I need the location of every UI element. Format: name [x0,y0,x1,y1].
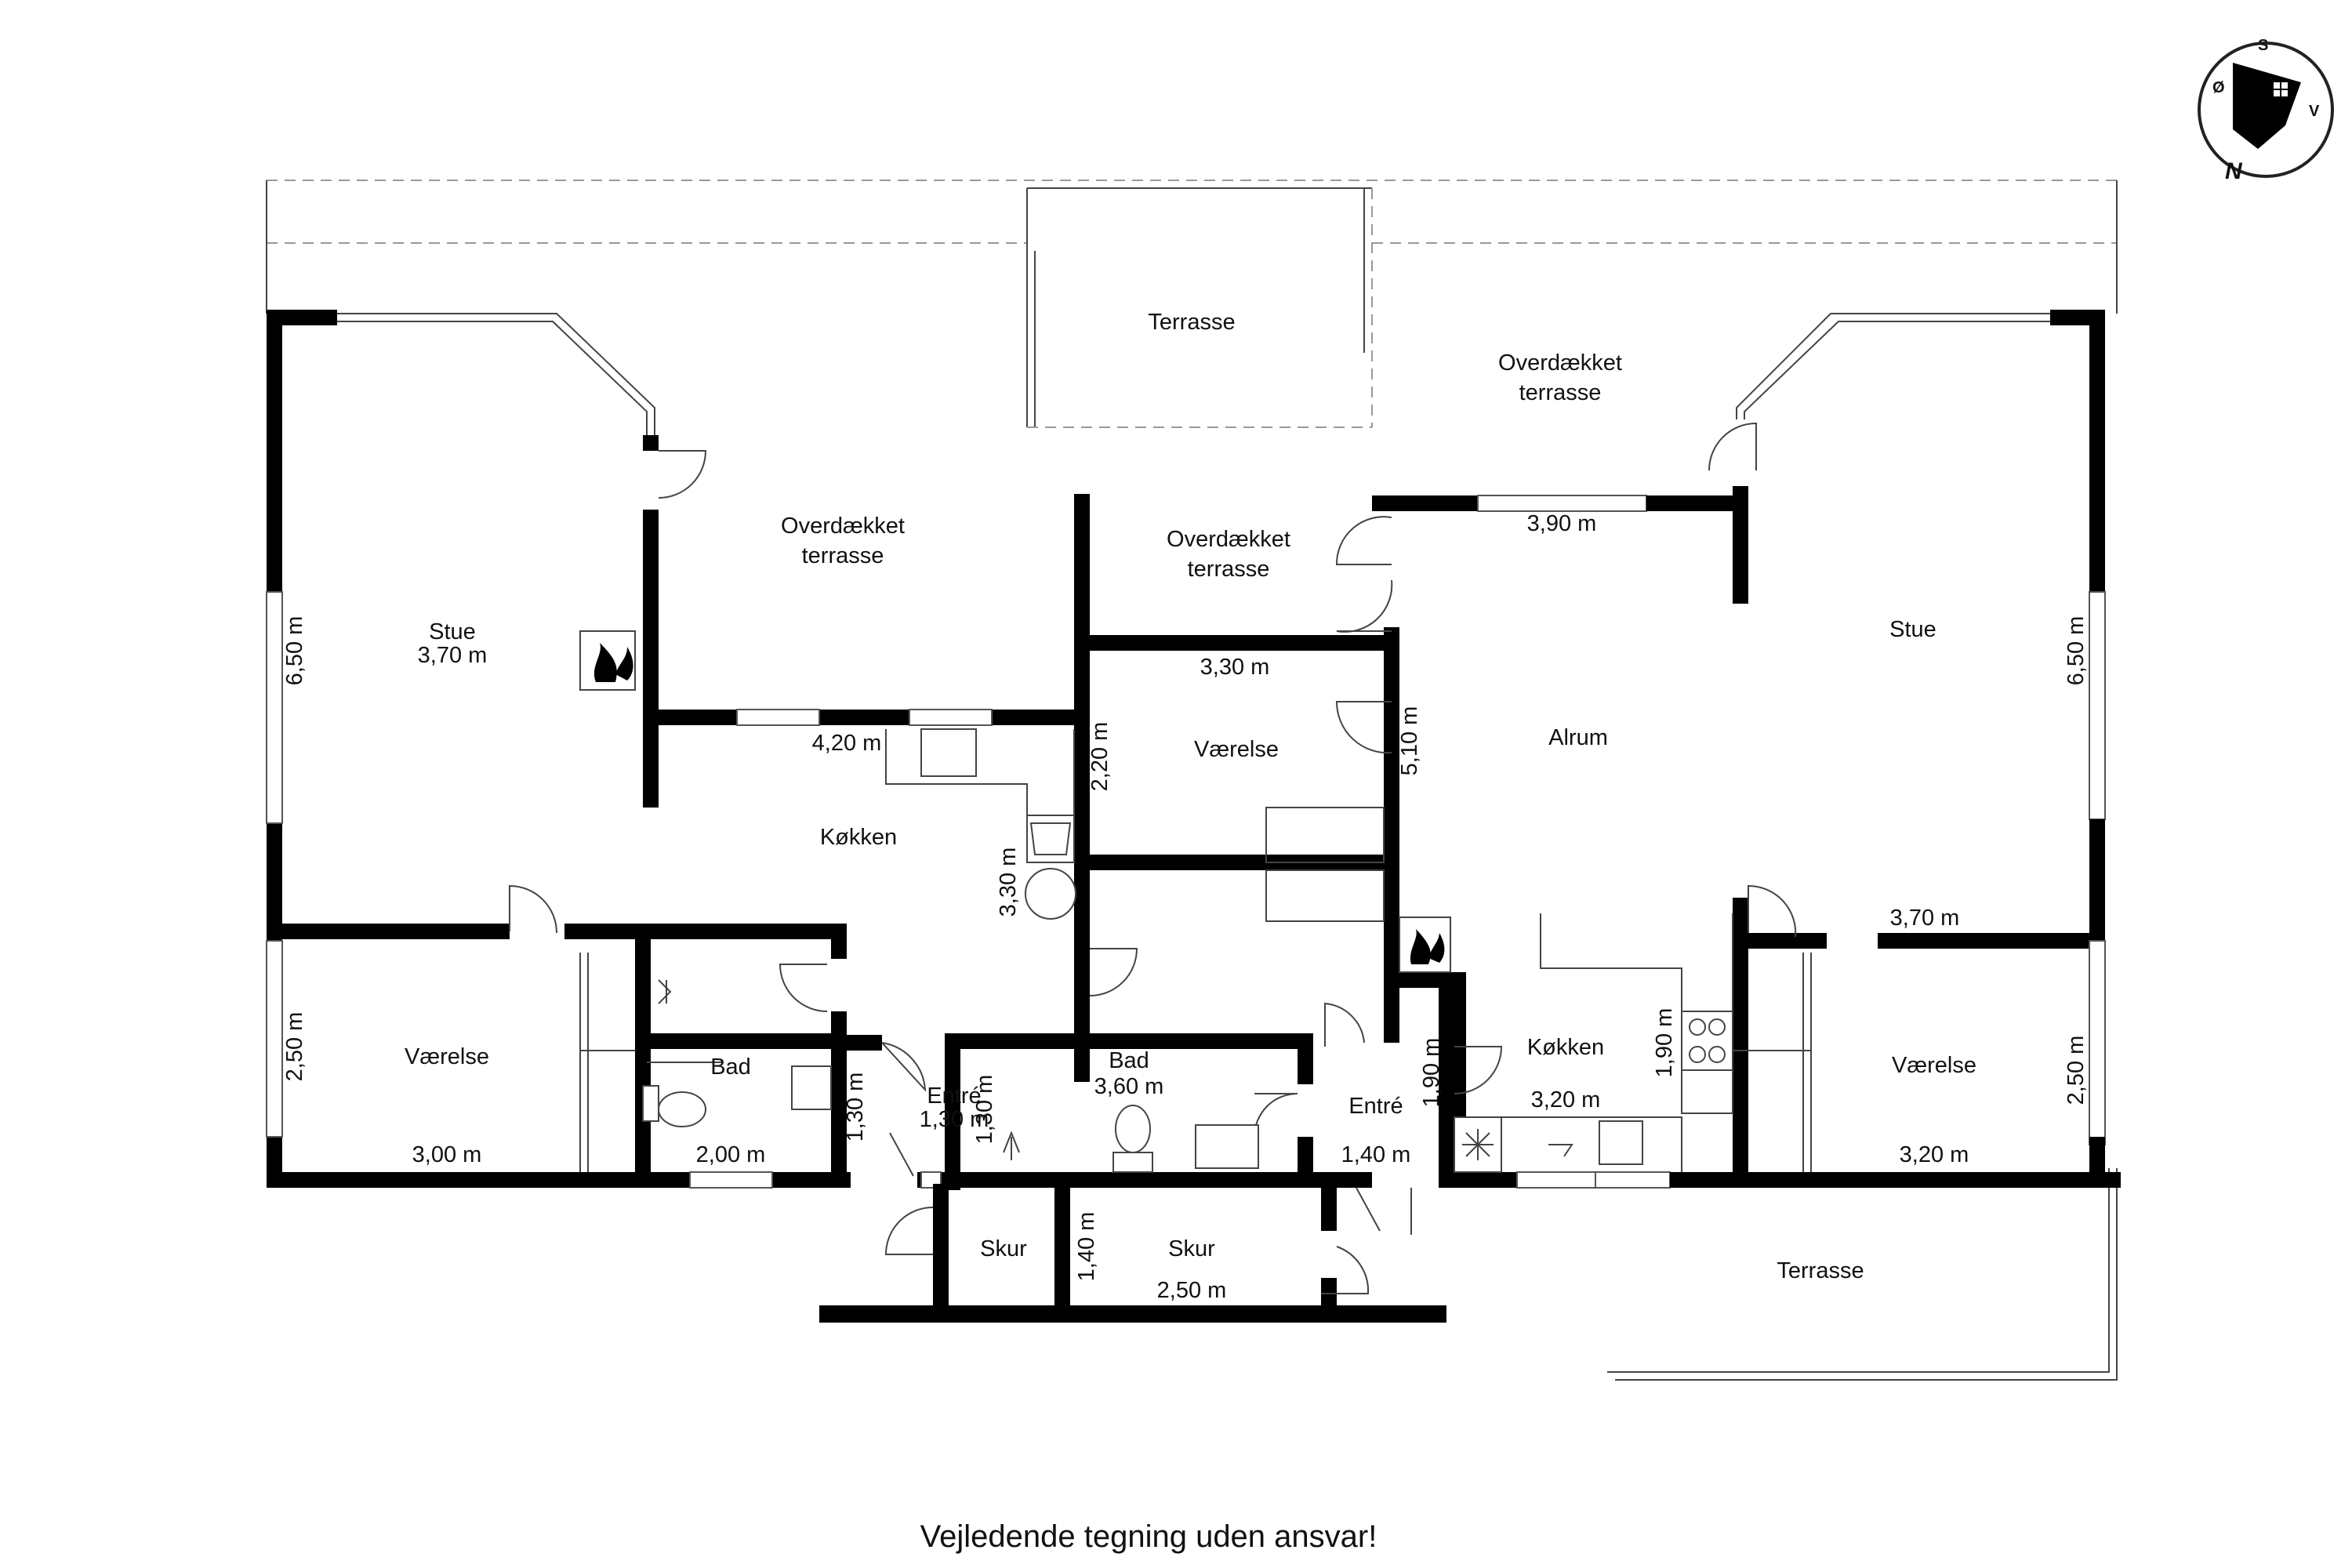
dim-390: 3,90 m [1527,511,1597,536]
room-bad-left: Bad [710,1054,751,1080]
room-alrum: Alrum [1548,725,1608,750]
sink-icon [920,728,977,777]
room-overdaekket-top-2: terrasse [1519,380,1602,405]
dim-370-right: 3,70 m [1890,906,1960,931]
compass-o-label: Ø [2212,79,2225,96]
dim-140-entre: 1,40 m [1341,1142,1411,1167]
room-vaerelse-mid: Værelse [1194,737,1279,762]
dim-650-left: 6,50 m [282,616,307,686]
room-labels: Terrasse Overdækket terrasse Overdækket … [405,310,1976,1303]
dim-420: 4,20 m [812,731,882,756]
dimension-labels: 3,90 m 3,30 m 4,20 m 2,20 m 5,10 m 3,30 … [282,511,2089,1281]
dim-200: 2,00 m [696,1142,766,1167]
room-overdaekket-top-1: Overdækket [1498,350,1622,376]
dim-330-top: 3,30 m [1200,655,1270,680]
room-stue-left: Stue [429,619,476,644]
dim-190-b: 1,90 m [1652,1008,1677,1078]
dim-510: 5,10 m [1397,706,1422,776]
dim-330-side: 3,30 m [996,848,1021,917]
compass-n-label: N [2225,158,2243,184]
terrace-outlines [266,180,2118,1381]
room-overdaekket-mid-2: terrasse [1188,557,1270,582]
dim-650-right: 6,50 m [2063,616,2089,686]
room-vaerelse-right: Værelse [1892,1053,1976,1078]
room-overdaekket-mid-1: Overdækket [1167,527,1290,552]
room-bad-mid-dim: 3,60 m [1094,1074,1164,1099]
stove-icon [1681,1011,1733,1071]
sink-icon [791,1065,832,1110]
room-skur-left: Skur [980,1236,1027,1261]
room-koekken-right: Køkken [1527,1035,1604,1060]
room-entre-left-dim: 1,30 m [920,1107,989,1132]
walls [266,310,2121,1323]
doors [509,422,1797,1294]
dim-220: 2,20 m [1087,722,1112,792]
room-skur-right: Skur [1168,1236,1215,1261]
room-koekken-left: Køkken [820,825,897,850]
dim-130-b: 1,30 m [972,1075,997,1145]
dim-300: 3,00 m [412,1142,482,1167]
washer-icon [1025,868,1076,920]
dim-320-right: 3,20 m [1900,1142,1969,1167]
room-overdaekket-left-2: terrasse [802,543,884,568]
room-terrasse-top: Terrasse [1148,310,1235,335]
footer-disclaimer: Vejledende tegning uden ansvar! [920,1519,1377,1554]
dim-250-right: 2,50 m [2063,1036,2089,1105]
room-overdaekket-left-1: Overdækket [781,514,905,539]
room-bad-mid: Bad [1109,1048,1149,1073]
fixtures [579,630,1812,1173]
dim-130-a: 1,30 m [843,1073,868,1142]
room-skur-right-dim: 2,50 m [1157,1278,1227,1303]
dim-250-left: 2,50 m [282,1012,307,1082]
dim-140-skur: 1,40 m [1074,1212,1099,1282]
room-stue-left-dim: 3,70 m [418,643,488,668]
compass-icon: S Ø V N [2198,37,2334,184]
toilet-icon [658,1091,706,1127]
room-vaerelse-left: Værelse [405,1044,489,1069]
room-terrasse-bottom: Terrasse [1777,1258,1864,1283]
room-entre-left: Entré [927,1083,981,1109]
sink-icon [1195,1124,1259,1169]
room-koekken-right-dim: 3,20 m [1531,1087,1601,1112]
compass-v-label: V [2309,103,2320,120]
dim-190-a: 1,90 m [1419,1038,1444,1108]
compass-s-label: S [2258,37,2268,54]
room-entre-right: Entré [1348,1094,1403,1119]
sink-icon [1599,1120,1643,1165]
toilet-icon [1115,1105,1151,1153]
room-stue-right: Stue [1889,617,1936,642]
